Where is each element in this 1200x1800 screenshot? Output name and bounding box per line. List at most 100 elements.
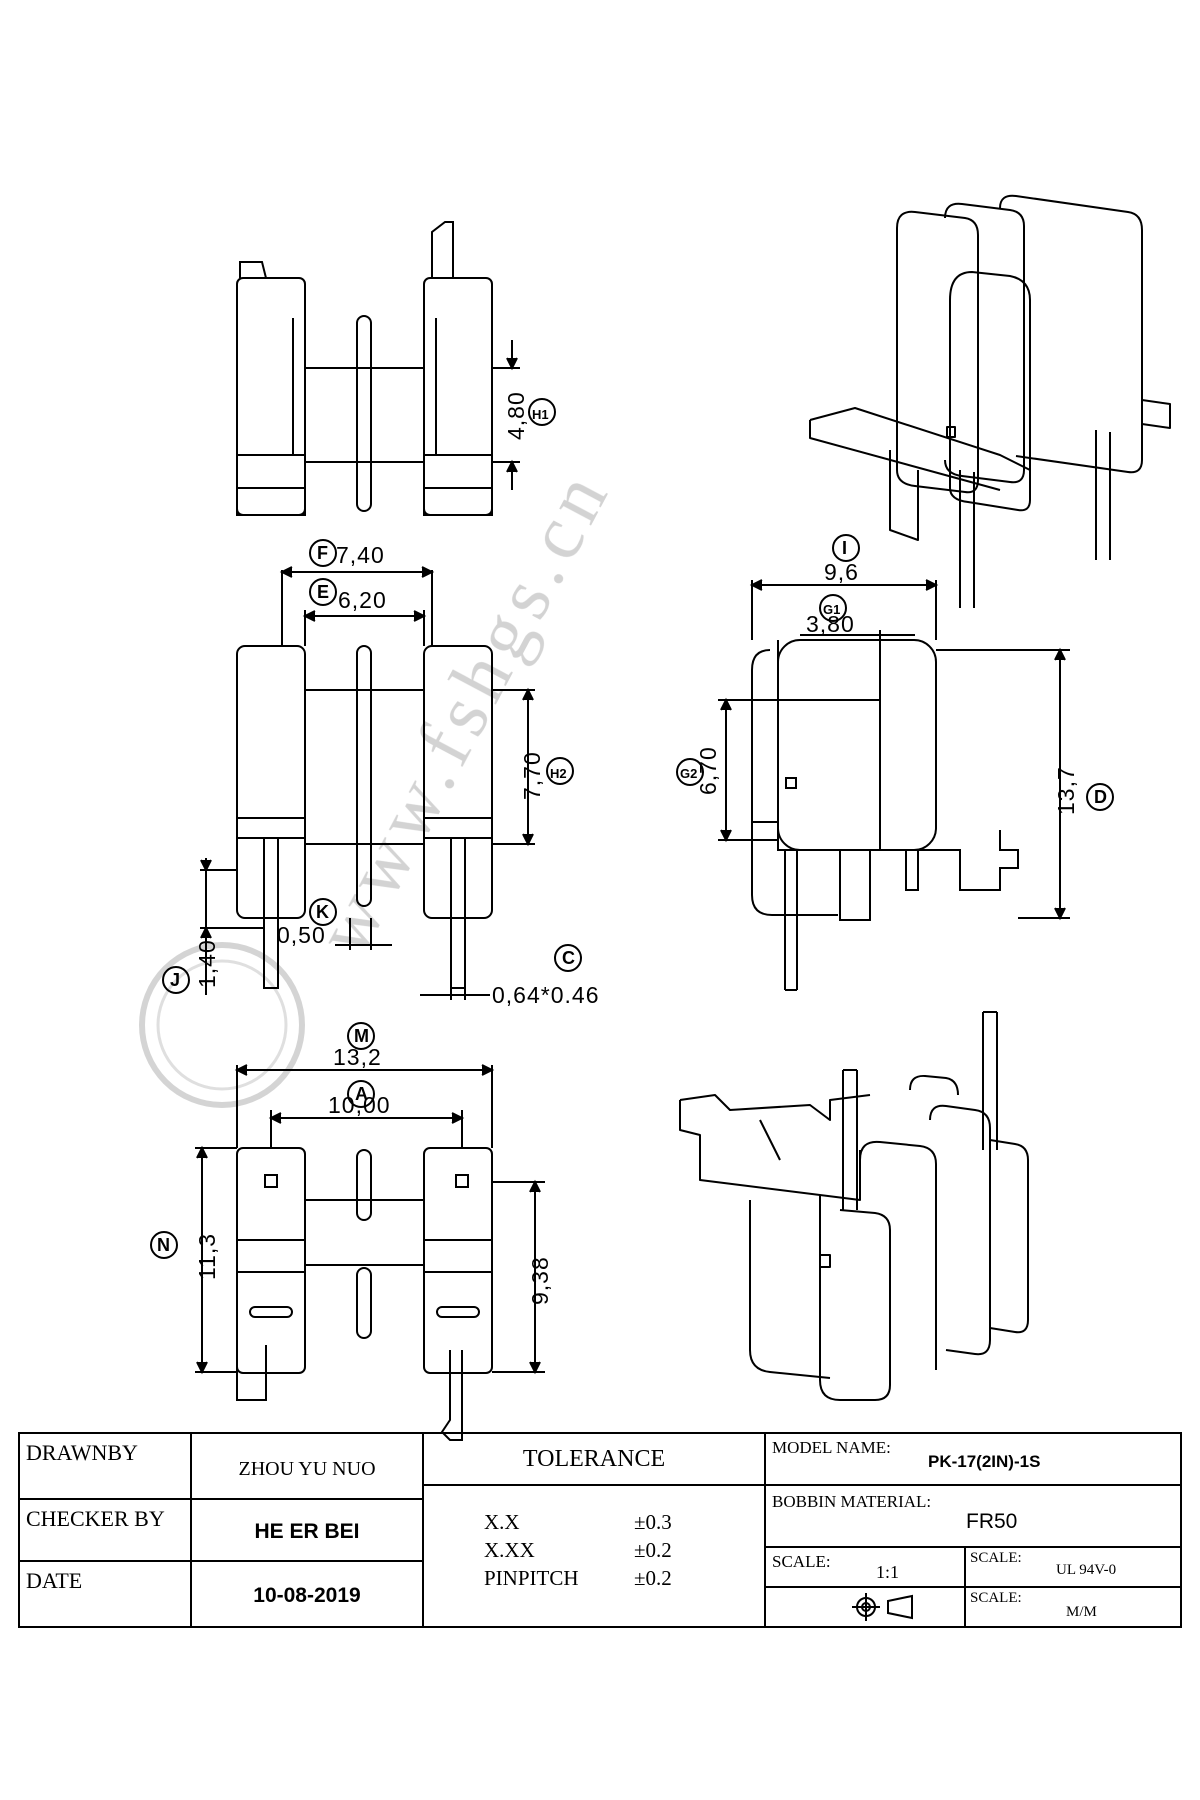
dimension-m: [234, 1022, 495, 1148]
dimension-texts: 4,80 H1 7,40 F 6,20 E 7,70 H2 0,50 K 1,4…: [157, 391, 1107, 1305]
dimension-n: [150, 1145, 237, 1375]
dim-g2-value: 6,70: [695, 746, 721, 795]
scale2-cell: SCALE: UL 94V-0: [966, 1548, 1180, 1588]
dim-e-label: E: [317, 582, 329, 602]
label-g1-circle: [819, 594, 847, 622]
symbol-cell: [766, 1588, 966, 1628]
drawn-by-label: DRAWNBY: [26, 1440, 138, 1465]
scale3-cell: SCALE: M/M: [966, 1588, 1180, 1628]
model-cell: MODEL NAME: PK-17(2IN)-1S: [766, 1434, 1180, 1486]
bottom-view: [236, 1147, 493, 1441]
dimension-g1: [800, 594, 915, 645]
date-value-cell: 10-08-2019: [192, 1562, 424, 1628]
tolerance-value: ±0.2: [634, 1566, 672, 1590]
dimension-k: [309, 898, 392, 950]
checker-value: HE ER BEI: [254, 1520, 360, 1543]
label-h1-circle: [528, 398, 556, 426]
isometric-view-top: [809, 194, 1171, 608]
dim-h2-label: H2: [550, 766, 567, 781]
dim-j-label: J: [170, 970, 180, 990]
dim-d-label: D: [1094, 787, 1107, 807]
watermark-text: www.fshgs.cn: [298, 453, 627, 968]
label-m-circle: [347, 1022, 375, 1050]
tolerance-row: X.X: [484, 1510, 520, 1534]
dim-a-value: 10,00: [328, 1092, 391, 1118]
model-label: MODEL NAME:: [772, 1438, 891, 1457]
drawn-by-label-cell: DRAWNBY: [20, 1434, 192, 1500]
side-view-top: [236, 221, 493, 516]
tolerance-table: X.X ±0.3 X.XX ±0.2 PINPITCH ±0.2: [424, 1486, 766, 1628]
dim-g1-value: 3,80: [806, 611, 855, 637]
tolerance-title-cell: TOLERANCE: [424, 1434, 766, 1486]
label-n-circle: [150, 1231, 178, 1259]
dimension-e: [302, 578, 427, 646]
projection-symbol-icon: [852, 1593, 913, 1621]
dim-g1-label: G1: [823, 602, 840, 617]
dim-m-label: M: [354, 1026, 369, 1046]
dimension-f: [279, 539, 435, 646]
dim-938-value: 9,38: [527, 1256, 553, 1305]
checker-label: CHECKER BY: [26, 1506, 165, 1531]
label-c-circle: [554, 944, 582, 972]
material-value: FR50: [966, 1510, 1018, 1533]
dimension-g2: [676, 697, 778, 843]
dim-g2-label: G2: [680, 766, 697, 781]
scale1-cell: SCALE: 1:1: [766, 1548, 966, 1588]
dim-m-value: 13,2: [333, 1044, 382, 1070]
tolerance-row: X.XX: [484, 1538, 535, 1562]
tolerance-value: ±0.2: [634, 1538, 672, 1562]
tolerance-row: PINPITCH: [484, 1566, 579, 1590]
date-label: DATE: [26, 1568, 83, 1593]
model-value: PK-17(2IN)-1S: [928, 1452, 1041, 1471]
dimension-j: [162, 858, 264, 995]
dimension-a: [268, 1080, 465, 1148]
dim-c-label: C: [562, 948, 575, 968]
side-view-right: [751, 639, 1019, 991]
dimension-d: [936, 647, 1114, 921]
dimension-h2: [492, 687, 574, 847]
checker-label-cell: CHECKER BY: [20, 1500, 192, 1562]
scale1-label: SCALE:: [772, 1552, 831, 1571]
label-i-circle: [832, 534, 860, 562]
material-label: BOBBIN MATERIAL:: [772, 1492, 932, 1511]
label-k-circle: [309, 898, 337, 926]
dim-h1-label: H1: [532, 407, 549, 422]
drawn-by-value-cell: ZHOU YU NUO: [192, 1434, 424, 1500]
dim-f-label: F: [317, 543, 328, 563]
dim-h2-value: 7,70: [519, 751, 545, 800]
label-j-circle: [162, 966, 190, 994]
material-cell: BOBBIN MATERIAL: FR50: [766, 1486, 1180, 1548]
tolerance-title: TOLERANCE: [522, 1446, 666, 1472]
isometric-view-bottom: [679, 1011, 1029, 1401]
date-value: 10-08-2019: [253, 1584, 361, 1607]
dimension-h1: [492, 340, 556, 490]
scale3-label: SCALE:: [970, 1590, 1022, 1606]
dim-n-value: 11,3: [194, 1233, 220, 1280]
label-a-circle: [347, 1080, 375, 1108]
dim-a-label: A: [355, 1084, 368, 1104]
label-f-circle: [309, 539, 337, 567]
date-label-cell: DATE: [20, 1562, 192, 1628]
scale2-label: SCALE:: [970, 1550, 1022, 1566]
dim-e-value: 6,20: [338, 587, 387, 613]
drawn-by-value: ZHOU YU NUO: [238, 1458, 376, 1480]
dimension-c: [420, 944, 582, 1000]
scale1-value: 1:1: [876, 1562, 900, 1582]
dim-j-value: 1,40: [194, 939, 220, 988]
dim-k-label: K: [316, 902, 329, 922]
title-block: DRAWNBY ZHOU YU NUO CHECKER BY HE ER BEI…: [18, 1432, 1182, 1628]
checker-value-cell: HE ER BEI: [192, 1500, 424, 1562]
tolerance-value: ±0.3: [634, 1510, 672, 1534]
scale3-value: M/M: [1066, 1604, 1097, 1620]
label-h2-circle: [546, 757, 574, 785]
dim-n-label: N: [157, 1235, 170, 1255]
label-e-circle: [309, 578, 337, 606]
front-view: [236, 645, 493, 989]
dimension-938: [492, 1179, 545, 1375]
dimension-i: [749, 534, 939, 640]
dim-i-label: I: [842, 538, 847, 558]
label-g2-circle: [676, 758, 704, 786]
label-d-circle: [1086, 783, 1114, 811]
dim-f-value: 7,40: [336, 542, 385, 568]
